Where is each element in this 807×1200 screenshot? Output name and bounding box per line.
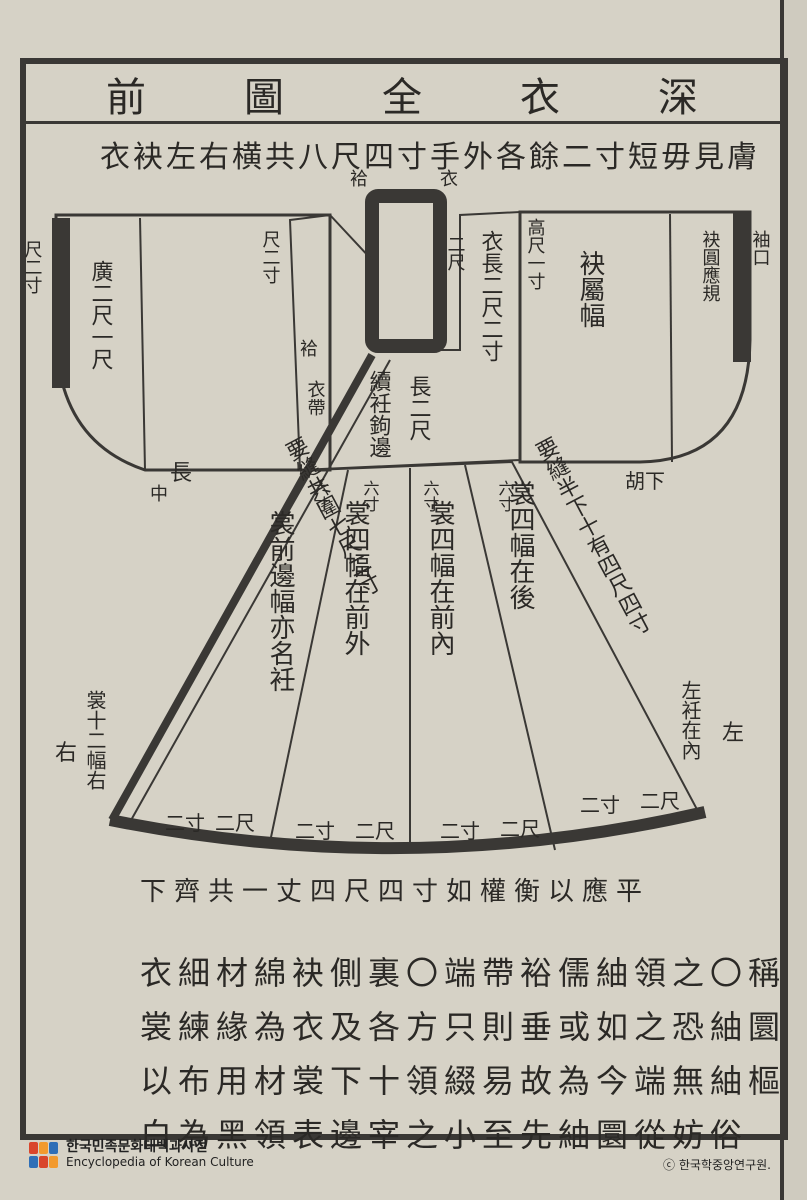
- label-sleeve-right-2: 袂圓應規: [700, 230, 721, 302]
- print-frame: [20, 58, 788, 1140]
- hem-segment-label: 二尺: [215, 811, 255, 835]
- label-collar-gap-right: 衣: [440, 169, 458, 190]
- label-right-skirt: 左衽在內: [678, 680, 702, 760]
- publisher-logo-group: 한국민족문화대백과사전 Encyclopedia of Korean Cultu…: [28, 1140, 254, 1170]
- panel-top-label: 六寸: [496, 480, 515, 512]
- hem-band: [108, 806, 707, 855]
- hem-segment-label: 二寸: [165, 811, 205, 835]
- label-belt-left: 長: [170, 461, 192, 486]
- label-cuff: 袖口: [750, 230, 771, 266]
- bodice-outline: [288, 210, 521, 472]
- label-skirt-center: 裳四幅在前內: [425, 500, 455, 656]
- hem-segment-label: 二尺: [355, 819, 395, 843]
- publisher-logo-icon: [29, 1142, 58, 1168]
- annotation-text-block: 衣細材綿袂側裏〇端帶裕儒紬領之〇稱 裳練緣為衣及各方只則垂或如之恐紬圜 以布用材…: [140, 948, 787, 1154]
- hem-segment-label: 二寸: [440, 819, 480, 843]
- hem-segment-label: 二寸: [295, 819, 335, 843]
- annotation-line-3: 以布用材裳下十領綴易故為今端無紬樞: [140, 1062, 787, 1100]
- annotation-line-2: 裳練緣為衣及各方只則垂或如之恐紬圜: [140, 1008, 787, 1046]
- panel-top-label: 六寸: [421, 480, 440, 512]
- hem-segment-label: 二尺: [500, 817, 540, 841]
- copyright-text: ⓒ 한국학중앙연구원.: [663, 1158, 771, 1172]
- panel-top-label: 六寸: [311, 480, 330, 512]
- panel-top-label: 六寸: [361, 480, 380, 512]
- right-sleeve-fold: [669, 213, 673, 463]
- label-left-margin: 右: [55, 741, 77, 766]
- label-sleeve-left: 廣二尺一尺: [88, 260, 114, 370]
- front-diagonal-edge-inner: [129, 359, 391, 823]
- label-waist-right: 要縫半下十有四尺四寸: [529, 434, 655, 641]
- label-robe-length: 衣長二尺二寸: [478, 230, 504, 362]
- left-sleeve-fold: [139, 217, 146, 471]
- publisher-name-ko: 한국민족문화대백과사전: [66, 1139, 208, 1155]
- hem-segment-label: 二尺: [640, 789, 680, 813]
- label-body-center: 續衽鉤邊: [366, 370, 392, 458]
- publisher-name-en: Encyclopedia of Korean Culture: [66, 1155, 254, 1169]
- label-cuff-under: 胡下: [625, 469, 665, 493]
- label-center-top-1: 二尺: [445, 235, 466, 271]
- hem-segment-label: 二寸: [580, 793, 620, 817]
- annotation-line-1: 衣細材綿袂側裏〇端帶裕儒紬領之〇稱: [140, 954, 787, 992]
- label-left-side: 尺二寸: [22, 240, 43, 294]
- label-collar-height: 高尺一寸: [525, 218, 546, 290]
- label-belt-left-2: 中: [150, 484, 168, 505]
- label-small-left: 尺二寸: [260, 230, 281, 284]
- collar-band: [365, 189, 447, 353]
- right-cuff-band: [733, 212, 751, 362]
- page-title: 前圖全衣深: [26, 66, 782, 124]
- label-collar-gap-left: 袷: [350, 169, 368, 190]
- label-right-margin: 左: [722, 721, 744, 746]
- label-body-left: 衣帶: [305, 380, 326, 416]
- skirt-seam-1: [269, 469, 349, 843]
- annotation-line-4: 白為黑領表邊宰之小至先紬圜從妨俗: [140, 1116, 749, 1154]
- label-skirt-left-inner: 裳四幅在前外: [340, 500, 370, 656]
- label-skirt-right: 裳四幅在後: [505, 480, 535, 610]
- left-cuff-band: [52, 218, 70, 388]
- label-hem-left: 裳十二幅右: [83, 690, 107, 790]
- label-skirt-left-outer: 裳前邊幅亦名衽: [265, 510, 295, 692]
- label-hem-bottom: 下齊共一丈四尺四寸如權衡以應平: [140, 877, 650, 907]
- skirt-seam-3: [464, 464, 556, 851]
- caption-text: 衣袂左右横共八尺四寸手外各餘二寸短毋見膚: [100, 140, 760, 175]
- label-sleeve-right-1: 袂屬幅: [575, 250, 605, 328]
- label-collar: 袷: [300, 339, 318, 360]
- label-body-length: 長二尺: [406, 375, 432, 441]
